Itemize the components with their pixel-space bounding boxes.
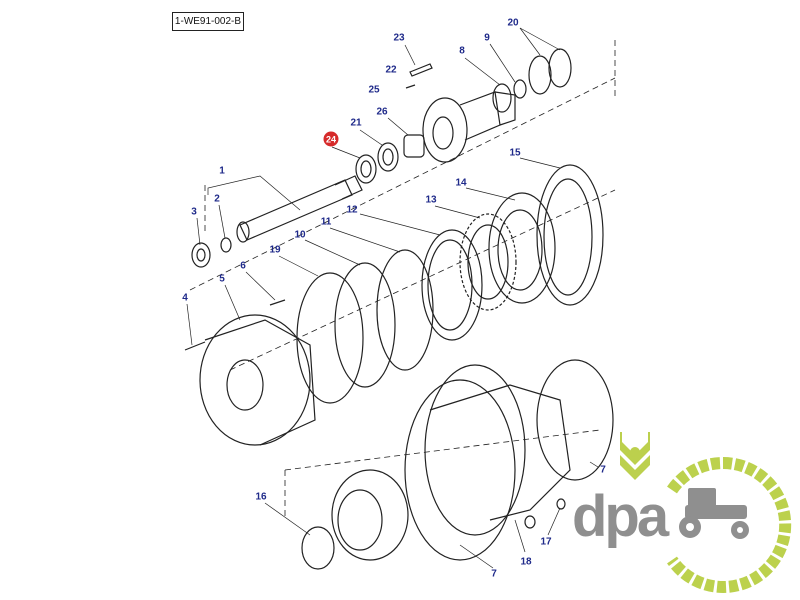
part-label-5[interactable]: 5 xyxy=(219,273,225,285)
tractor-icon xyxy=(679,488,749,539)
piston-part-12 xyxy=(421,229,483,341)
dpa-logo-text: dpa xyxy=(572,484,669,549)
part-label-13[interactable]: 13 xyxy=(425,194,437,206)
housing-part-5 xyxy=(199,314,316,446)
screw-part-22 xyxy=(405,84,416,89)
leader-lines xyxy=(186,27,599,569)
part-label-7b[interactable]: 7 xyxy=(600,464,606,476)
disc-part-13 xyxy=(459,213,517,311)
pin-part-6 xyxy=(269,299,286,306)
o-ring-part-17 xyxy=(556,498,566,510)
part-label-8[interactable]: 8 xyxy=(459,45,465,57)
part-label-22[interactable]: 22 xyxy=(385,64,397,76)
o-ring-part-16 xyxy=(301,526,335,570)
part-label-17[interactable]: 17 xyxy=(540,536,552,548)
part-label-16[interactable]: 16 xyxy=(255,491,267,503)
bolt-part-4 xyxy=(184,341,206,351)
bushing-part-2 xyxy=(220,237,232,253)
plate-part-14 xyxy=(488,192,556,304)
diagram-code-box: 1-WE91-002-B xyxy=(172,12,244,31)
shaft-part-1 xyxy=(236,175,363,243)
part-label-2[interactable]: 2 xyxy=(214,193,220,205)
plug-part-18 xyxy=(524,515,536,529)
gear-ring-icon xyxy=(667,457,792,593)
seal-part-10 xyxy=(334,262,396,388)
part-label-26[interactable]: 26 xyxy=(376,106,388,118)
clutch-drum xyxy=(331,469,409,561)
part-label-7[interactable]: 7 xyxy=(491,568,497,580)
washer-part-3 xyxy=(191,242,211,268)
part-label-20[interactable]: 20 xyxy=(507,17,519,29)
part-label-3[interactable]: 3 xyxy=(191,206,197,218)
part-label-21[interactable]: 21 xyxy=(350,117,362,129)
washer-part-24 xyxy=(355,154,377,184)
part-label-15[interactable]: 15 xyxy=(509,147,521,159)
housing-part-7 xyxy=(404,359,614,561)
part-label-1[interactable]: 1 xyxy=(219,165,225,177)
o-ring-part-20b xyxy=(548,48,572,88)
seal-part-8 xyxy=(492,83,512,113)
part-label-23[interactable]: 23 xyxy=(393,32,405,44)
part-label-19[interactable]: 19 xyxy=(269,244,281,256)
part-label-6[interactable]: 6 xyxy=(240,260,246,272)
plate-part-15 xyxy=(536,164,604,306)
part-label-18[interactable]: 18 xyxy=(520,556,532,568)
part-label-10[interactable]: 10 xyxy=(294,229,306,241)
part-label-12[interactable]: 12 xyxy=(346,204,358,216)
part-label-4[interactable]: 4 xyxy=(182,292,188,304)
wheat-icon xyxy=(620,432,650,480)
bearing-part-26 xyxy=(403,134,425,158)
bolt-part-23 xyxy=(409,63,433,77)
part-label-14[interactable]: 14 xyxy=(455,177,467,189)
part-label-9[interactable]: 9 xyxy=(484,32,490,44)
hub-part-25 xyxy=(422,91,516,163)
part-label-11[interactable]: 11 xyxy=(320,216,332,228)
washer-part-21 xyxy=(377,142,399,172)
part-label-24-highlighted[interactable]: 24 xyxy=(323,131,339,147)
o-ring-part-20a xyxy=(528,55,552,95)
part-label-25[interactable]: 25 xyxy=(368,84,380,96)
snap-ring-part-9 xyxy=(513,79,527,99)
seal-part-11 xyxy=(376,249,434,371)
